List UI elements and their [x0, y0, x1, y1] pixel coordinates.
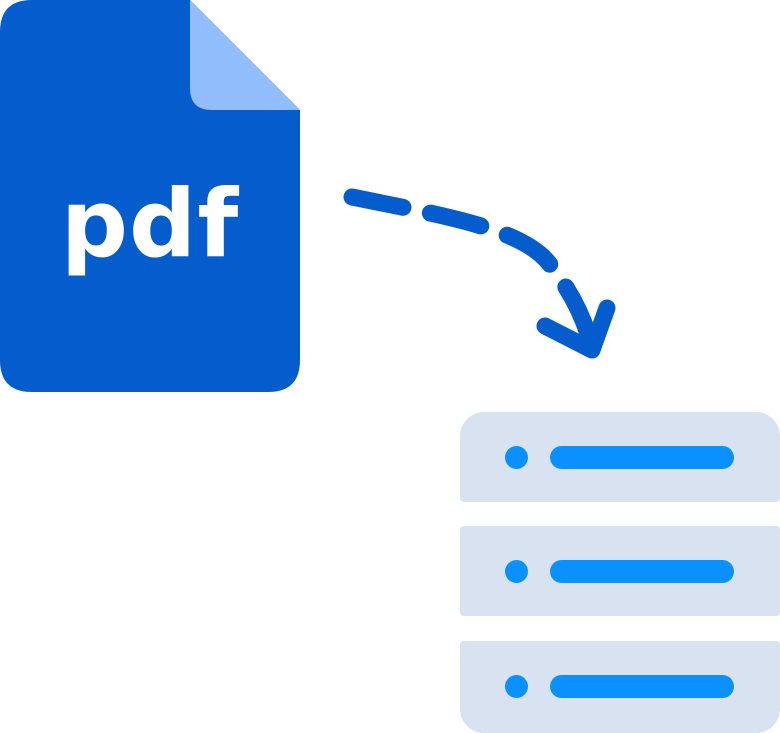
arrow-head: [536, 299, 616, 359]
text-line-placeholder: [550, 446, 734, 469]
bullet-icon: [505, 446, 528, 469]
list-row: [460, 641, 780, 733]
pdf-label: pdf: [60, 170, 240, 279]
bullet-icon: [505, 675, 528, 698]
text-line-placeholder: [550, 675, 734, 698]
text-line-placeholder: [550, 560, 734, 583]
list-row: [460, 526, 780, 616]
record-list-icon: [460, 412, 780, 733]
pdf-document-shape: [0, 0, 300, 392]
folded-corner-icon: [190, 0, 300, 110]
list-row: [460, 412, 780, 502]
pdf-file-icon: pdf: [0, 0, 300, 392]
bullet-icon: [505, 560, 528, 583]
arrow-shaft: [343, 188, 601, 357]
